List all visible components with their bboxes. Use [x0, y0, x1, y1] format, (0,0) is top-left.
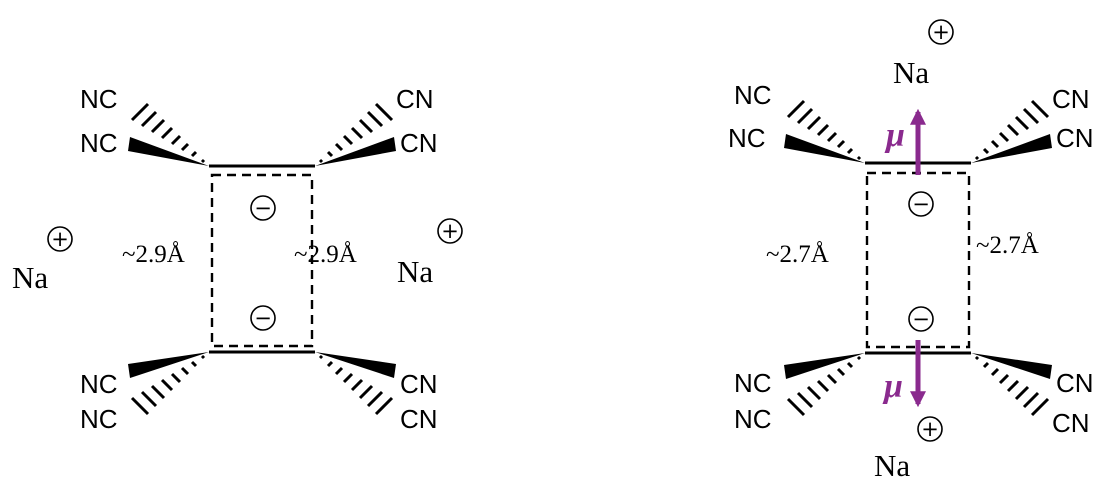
left-dimer: NC NC CN CN NC NC CN CN − − ~2.9Å ~2.9Å …	[12, 84, 463, 434]
left-lower-right-group-2: CN	[400, 404, 438, 434]
right-distance-label-left: ~2.7Å	[766, 241, 829, 268]
left-upper-right-group-1: CN	[396, 84, 434, 114]
left-upper-left-group-2: NC	[80, 128, 118, 158]
left-lower-right-group-1: CN	[400, 369, 438, 399]
left-lower-left-hash	[130, 354, 206, 416]
right-lower-dipole-label: μ	[882, 368, 903, 405]
right-upper-right-group-1: CN	[1052, 84, 1090, 114]
right-cation-top-plus: +	[932, 20, 950, 44]
right-cation-top: Na +	[893, 19, 954, 90]
left-cation-right: Na +	[397, 218, 463, 289]
right-upper-left-wedge	[784, 134, 865, 163]
right-lower-right-wedge	[971, 353, 1052, 379]
left-upper-left-wedge	[128, 137, 209, 166]
right-lower-right-group-2: CN	[1052, 408, 1090, 438]
left-cation-left-plus: +	[51, 227, 69, 251]
right-upper-right-hash	[974, 99, 1050, 161]
right-upper-minus-sign: −	[912, 192, 930, 216]
left-upper-right-hash	[318, 102, 394, 164]
right-lower-left-group-2: NC	[734, 404, 772, 434]
right-cation-bottom-label: Na	[874, 448, 910, 483]
right-upper-left-group-2: NC	[728, 123, 766, 153]
left-upper-left-group-1: NC	[80, 84, 118, 114]
right-dimer: NC NC CN CN NC NC CN CN − − ~2.7Å ~2.7Å …	[728, 19, 1094, 483]
left-cation-left: Na +	[12, 226, 73, 295]
right-upper-right-group-2: CN	[1056, 123, 1094, 153]
right-lower-minus-charge: −	[908, 306, 934, 332]
right-upper-left-hash	[786, 99, 862, 161]
right-lower-right-hash	[974, 355, 1050, 417]
right-distance-label-right: ~2.7Å	[976, 232, 1039, 259]
left-lower-minus-charge: −	[250, 305, 276, 331]
right-upper-minus-charge: −	[908, 191, 934, 217]
left-lower-left-group-2: NC	[80, 404, 118, 434]
left-upper-right-group-2: CN	[400, 128, 438, 158]
right-upper-dipole-label: μ	[884, 117, 905, 154]
left-pancake-box	[210, 173, 314, 348]
right-lower-left-hash	[786, 355, 862, 417]
left-lower-minus-sign: −	[254, 306, 272, 330]
left-upper-minus-charge: −	[250, 195, 276, 221]
left-upper-minus-sign: −	[254, 196, 272, 220]
right-cation-bottom-plus: +	[921, 417, 939, 441]
left-lower-left-wedge	[128, 352, 209, 378]
left-lower-right-hash	[318, 354, 394, 416]
right-lower-right-group-1: CN	[1056, 368, 1094, 398]
left-cation-right-plus: +	[441, 219, 459, 243]
right-cation-bottom: + Na	[874, 416, 943, 483]
left-upper-right-wedge	[315, 137, 396, 166]
left-upper-left-hash	[130, 102, 206, 164]
left-lower-left-group-1: NC	[80, 369, 118, 399]
left-lower-right-wedge	[315, 352, 396, 378]
right-upper-right-wedge	[971, 134, 1052, 163]
right-cation-top-label: Na	[893, 55, 929, 90]
right-lower-minus-sign: −	[912, 307, 930, 331]
right-lower-left-wedge	[784, 353, 865, 379]
left-distance-label-left: ~2.9Å	[122, 241, 185, 268]
right-upper-left-group-1: NC	[734, 80, 772, 110]
right-lower-left-group-1: NC	[734, 368, 772, 398]
left-cation-left-label: Na	[12, 260, 48, 295]
left-cation-right-label: Na	[397, 254, 433, 289]
left-distance-label-right: ~2.9Å	[294, 241, 357, 268]
